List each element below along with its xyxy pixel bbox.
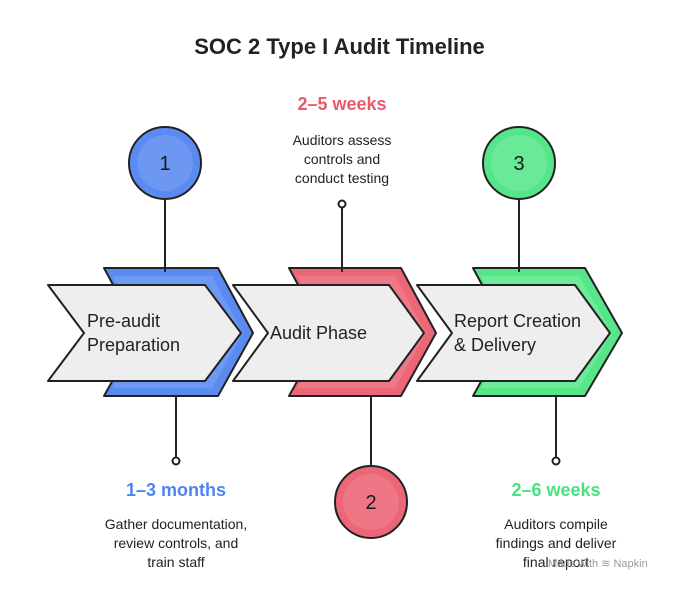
stage-1-arrow [47, 284, 242, 382]
stage-3-desc-line2: findings and deliver [495, 535, 617, 551]
stage-3-arrow [416, 284, 611, 382]
stage-2-label-line1: Audit Phase [270, 323, 368, 343]
stage-2-number: 2 [365, 492, 376, 514]
page-title: SOC 2 Type I Audit Timeline [194, 34, 485, 59]
stage-2-desc-line3: conduct testing [294, 170, 390, 186]
stage-3-number: 3 [513, 153, 524, 175]
stage-2-description: Auditors assess controls and conduct tes… [252, 131, 432, 188]
stage-3-label: Report Creation & Delivery [454, 309, 581, 357]
stage-1-description: Gather documentation, review controls, a… [86, 515, 266, 572]
stage-2-arrow [232, 284, 425, 382]
stage-3-duration: 2–6 weeks [511, 480, 601, 500]
stage-3-connector-dot [551, 456, 561, 466]
stage-3-desc-line1: Auditors compile [504, 516, 608, 532]
stage-1-label-line1: Pre-audit [87, 311, 161, 331]
stage-1-number: 1 [159, 153, 170, 175]
stage-1-desc-line3: train staff [147, 554, 205, 570]
stage-1-duration: 1–3 months [125, 480, 227, 500]
stage-3-label-line1: Report Creation [454, 311, 582, 331]
napkin-watermark: Made with ≋ Napkin [548, 558, 648, 570]
stage-2-desc-line2: controls and [303, 151, 381, 167]
stage-2-connector-dot [337, 199, 347, 209]
stage-3-description: Auditors compile findings and deliver fi… [466, 515, 646, 572]
stage-2-desc-line1: Auditors assess [292, 132, 392, 148]
stage-1-desc-line2: review controls, and [113, 535, 239, 551]
stage-2-label: Audit Phase [270, 321, 367, 345]
stage-1-desc-line1: Gather documentation, [104, 516, 248, 532]
stage-1-connector-dot [171, 456, 181, 466]
stage-1-label-line2: Preparation [87, 335, 181, 355]
stage-2-duration: 2–5 weeks [297, 94, 387, 114]
stage-1-label: Pre-audit Preparation [87, 309, 180, 357]
stage-3-label-line2: & Delivery [454, 335, 537, 355]
stage-3-desc-line3: final report [522, 554, 590, 570]
